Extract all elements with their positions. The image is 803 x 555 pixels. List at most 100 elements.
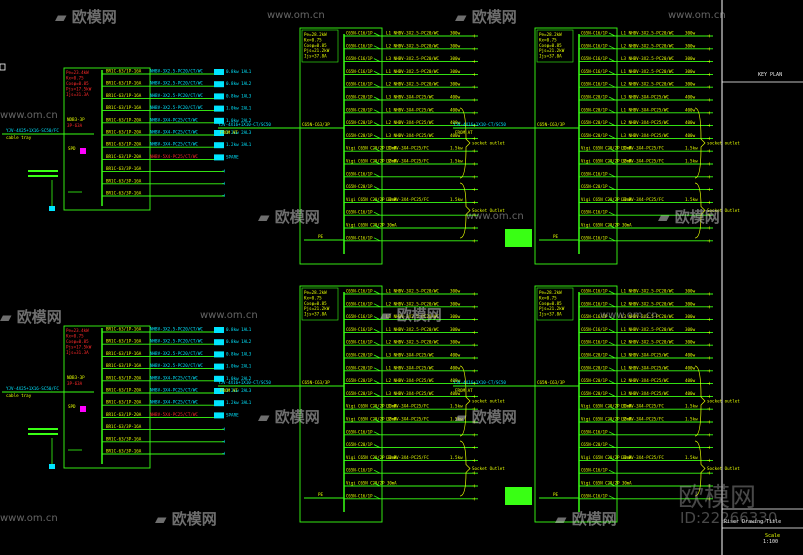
panel-parameter: Ijs=37.8A xyxy=(539,312,562,317)
circuit-breaker-label: C65N-C16/1P xyxy=(581,493,608,498)
main-breaker-setting: 3P-63A xyxy=(67,123,83,128)
circuit-breaker-label: BR1C-63/1P-16A xyxy=(106,81,142,86)
breaker-switch-mark xyxy=(608,405,616,410)
parameter-box xyxy=(536,29,574,63)
circuit-cable-label: L2 NHBV-3X2.5-PC20/WC xyxy=(621,82,674,87)
circuit-load-value: 1.5kw xyxy=(450,404,463,409)
incoming-breaker-label: C65N-C63/3P xyxy=(302,380,330,385)
circuit-end-mark: ⊣ xyxy=(472,343,475,349)
watermark-logo-10: ▰ 欧模网 xyxy=(555,510,617,528)
circuit-end-mark: ⊣ xyxy=(707,330,710,336)
circuit-breaker-label: C65N-C16/1P xyxy=(581,327,608,332)
circuit-end-mark: ⊣ xyxy=(472,98,475,104)
circuit-cable-label: L3 BV-3X4-PC25/FC xyxy=(386,197,429,202)
watermark-logo-9: ▰ 欧模网 xyxy=(155,510,217,528)
breaker-switch-mark xyxy=(373,393,381,397)
circuit-breaker-label: BR1C-63/1P-20A xyxy=(106,412,142,417)
breaker-switch-mark xyxy=(373,341,381,346)
circuit-load-value: 300w xyxy=(685,69,696,74)
circuit-breaker-label: BR1C-63/1P-16A xyxy=(106,69,142,74)
circuit-load-value: 400w xyxy=(450,353,461,358)
breaker-switch-mark xyxy=(373,109,381,114)
circuit-end-mark: ⊣ xyxy=(707,174,710,180)
left-edge-marker xyxy=(0,63,6,71)
circuit-cable-label: L1 NHBV-3X4-PC25/WC xyxy=(386,107,434,112)
circuit-breaker-label: Vigi C65N C20/2P 30mA xyxy=(581,146,632,151)
circuit-breaker-label: Vigi C65N C20/2P 30mA xyxy=(581,159,632,164)
pe-label: PE xyxy=(553,492,559,497)
circuit-breaker-label: C65N-C16/1P xyxy=(346,493,373,498)
feeder-note: cable tray xyxy=(6,135,32,140)
breaker-switch-mark xyxy=(373,147,381,152)
watermark-url-3: www.om.cn xyxy=(0,110,58,121)
circuit-load-value: 1.5kw xyxy=(450,455,463,460)
circuit-end-mark: ⊣ xyxy=(707,432,710,438)
circuit-load-value: 300w xyxy=(450,56,461,61)
circuit-end-mark: ⊣ xyxy=(472,46,475,52)
breaker-switch-mark xyxy=(373,211,381,216)
breaker-switch-mark xyxy=(608,96,616,101)
circuit-cable-label: L1 NHBV-3X2.5-PC20/WC xyxy=(386,31,439,36)
panel-parameter: Cosφ=0.85 xyxy=(539,43,562,48)
circuit-breaker-label: C65N-C16/1P xyxy=(581,82,608,87)
circuit-load-value: 300w xyxy=(450,82,461,87)
circuit-load-value: 400w xyxy=(685,353,696,358)
panel-parameter: Pe=23.4kW xyxy=(66,328,89,333)
circuit-end-mark: ⊣ xyxy=(472,317,475,323)
circuit-cable-label: NHBV-3X2.5-PC20/CT/WC xyxy=(150,339,203,344)
circuit-breaker-label: BR1C-63/1P-20A xyxy=(106,388,142,393)
circuit-cable-label: L3 NHBV-3X2.5-PC20/WC xyxy=(386,56,439,61)
earth-block xyxy=(505,487,532,505)
breaker-switch-mark xyxy=(373,58,381,62)
breaker-switch-mark xyxy=(608,367,616,372)
breaker-switch-mark xyxy=(608,237,616,242)
circuit-cable-label: L1 BV-3X4-PC25/FC xyxy=(386,404,429,409)
breaker-switch-mark xyxy=(608,83,616,88)
circuit-breaker-label: Vigi C65N C20/2P 30mA xyxy=(581,223,632,228)
circuit-breaker-label: C65N-C20/1P xyxy=(581,378,608,383)
circuit-breaker-label: C65N-C20/1P xyxy=(346,353,373,358)
panel-parameter: Ijs=31.3A xyxy=(66,92,89,97)
circuit-group-label: Socket Outlet xyxy=(472,208,505,213)
watermark-logo-7: ▰ 欧模网 xyxy=(258,408,320,426)
load-marker xyxy=(214,130,224,136)
watermark-big-text: 欧模网 xyxy=(678,483,757,513)
circuit-load-value: 1.5kw xyxy=(685,455,698,460)
breaker-switch-mark xyxy=(373,329,381,333)
circuit-breaker-label: C65N-C16/1P xyxy=(346,468,373,473)
breaker-switch-mark xyxy=(608,186,616,190)
circuit-end-mark: ⊣ xyxy=(472,226,475,232)
panel-parameter: Ijs=37.8A xyxy=(304,54,327,59)
circuit-breaker-label: C65N-C20/1P xyxy=(346,133,373,138)
circuit-cable-label: L2 NHBV-3X2.5-PC20/WC xyxy=(621,43,674,48)
panel-parameter: Pe=23.4kW xyxy=(66,70,89,75)
circuit-breaker-label: Vigi C65N C20/2P 30mA xyxy=(581,481,632,486)
large-panel-2: Pe=28.2kWKx=0.75Cosφ=0.85Pjs=21.2kWIjs=3… xyxy=(453,27,740,265)
main-breaker-label: NDB3-3P xyxy=(67,117,85,122)
circuit-load-value: 400w xyxy=(685,95,696,100)
panel-enclosure xyxy=(534,27,618,265)
circuit-end-mark: ⊣ xyxy=(222,451,225,457)
incoming-note: FROM AT xyxy=(455,130,473,135)
circuit-load-value: 300w xyxy=(685,56,696,61)
circuit-breaker-label: Vigi C65N C20/2P 30mA xyxy=(581,197,632,202)
pe-label: PE xyxy=(553,234,559,239)
breaker-switch-mark xyxy=(608,341,616,346)
panel-parameter: Pe=28.2kW xyxy=(539,290,562,295)
panel-parameter: Pe=28.2kW xyxy=(539,32,562,37)
incoming-breaker-label: C65N-C63/3P xyxy=(537,122,565,127)
load-label: 0.8kw 1AL2 xyxy=(226,339,252,344)
circuit-group-label: socket outlet xyxy=(707,399,740,404)
circuit-load-value: 300w xyxy=(450,69,461,74)
breaker-switch-mark xyxy=(608,457,616,461)
load-marker xyxy=(214,105,224,112)
breaker-switch-mark xyxy=(608,316,616,320)
circuit-cable-label: NHBV-3X2.5-PC20/CT/WC xyxy=(150,81,203,86)
circuit-load-value: 300w xyxy=(450,340,461,345)
circuit-cable-label: L2 NHBV-3X2.5-PC20/WC xyxy=(386,301,439,306)
panel-parameter: Pjs=21.2kW xyxy=(304,306,330,311)
load-marker xyxy=(214,69,224,75)
circuit-load-value: 300w xyxy=(685,289,696,294)
breaker-switch-mark xyxy=(373,380,381,384)
